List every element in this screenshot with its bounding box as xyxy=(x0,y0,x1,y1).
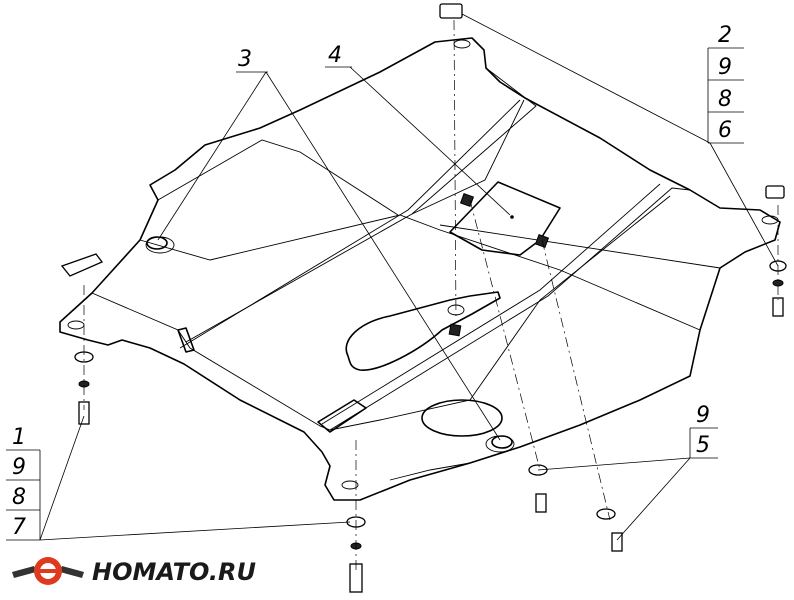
callout-top-right-3: 8 xyxy=(718,87,732,112)
homato-logo: HOMATO.RU xyxy=(12,557,256,586)
leader-lines xyxy=(6,13,779,541)
callout-4: 4 xyxy=(328,43,342,68)
callout-left-1: 1 xyxy=(12,425,26,450)
axis-lines xyxy=(83,19,779,570)
callout-top-right-1: 2 xyxy=(718,23,732,48)
callout-top-right-4: 6 xyxy=(718,118,732,143)
logo-emblem-icon xyxy=(12,557,84,585)
logo-text: HOMATO.RU xyxy=(92,558,256,586)
callout-right-bottom-1: 9 xyxy=(696,403,710,428)
hardware xyxy=(60,3,787,593)
callout-right-bottom-2: 5 xyxy=(696,433,710,458)
callout-labels: 3 4 2 9 8 6 1 9 8 7 9 5 xyxy=(12,23,732,540)
callout-left-2: 9 xyxy=(12,455,26,480)
callout-top-right-2: 9 xyxy=(718,55,732,80)
skid-plate xyxy=(59,37,781,501)
callout-3: 3 xyxy=(238,47,252,72)
callout-left-3: 8 xyxy=(12,485,26,510)
callout-left-4: 7 xyxy=(12,515,26,540)
